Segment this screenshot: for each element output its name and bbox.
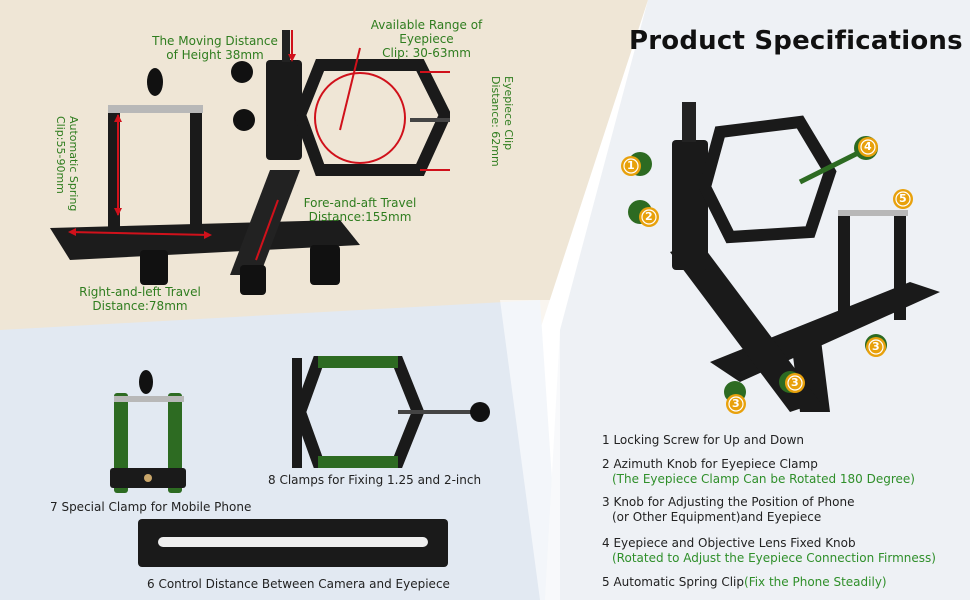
spec-item-2-text: 2 Azimuth Knob for Eyepiece Clamp bbox=[602, 457, 818, 471]
device-illustration-main bbox=[50, 30, 450, 295]
spec-item-3-text: 3 Knob for Adjusting the Position of Pho… bbox=[602, 495, 855, 509]
caption-phone-clamp: 7 Special Clamp for Mobile Phone bbox=[50, 500, 252, 514]
spec-item-2-note: (The Eyepiece Clamp Can be Rotated 180 D… bbox=[612, 472, 915, 486]
spec-item-3-sub: (or Other Equipment)and Eyepiece bbox=[612, 510, 822, 524]
spec-item-5-text: 5 Automatic Spring Clip bbox=[602, 575, 745, 589]
control-distance-bar bbox=[138, 519, 448, 567]
white-diagonal bbox=[500, 300, 560, 600]
callout-3c-num: 3 bbox=[732, 397, 740, 410]
knob-b bbox=[233, 109, 255, 131]
spec-item-1-text: 1 Locking Screw for Up and Down bbox=[602, 433, 805, 447]
callout-1-num: 1 bbox=[627, 159, 635, 172]
eyepiece-clamp-part bbox=[292, 356, 490, 468]
phone-clamp-knob bbox=[147, 68, 163, 96]
caption-clamps-fixing: 8 Clamps for Fixing 1.25 and 2-inch bbox=[268, 473, 482, 487]
label-fore-aft-line1: Fore-and-aft Travel bbox=[303, 196, 417, 210]
label-eyepiece-clip-line1: Eyepiece Clip bbox=[502, 76, 515, 151]
label-eyepiece-clip-distance: Eyepiece Clip Distance: 62mm bbox=[489, 76, 515, 167]
column bbox=[266, 60, 302, 160]
callout-3a-num: 3 bbox=[872, 340, 880, 353]
label-moving-height-line1: The Moving Distance bbox=[152, 34, 278, 48]
eyepiece-circle-arrow bbox=[339, 47, 361, 131]
long-arm bbox=[230, 170, 300, 275]
eyepiece-clamp bbox=[293, 59, 450, 176]
locking-screw bbox=[282, 30, 290, 62]
arm-foot bbox=[240, 265, 266, 295]
spec-item-3: 3 Knob for Adjusting the Position of Pho… bbox=[602, 495, 855, 525]
label-spring-clip-line2: Clip:55-90mm bbox=[54, 116, 67, 194]
right-left-arrow bbox=[69, 231, 211, 236]
spec-item-4-text: 4 Eyepiece and Objective Lens Fixed Knob bbox=[602, 536, 856, 550]
callout-5-num: 5 bbox=[899, 192, 907, 205]
phone-clamp-top bbox=[108, 105, 203, 113]
label-eyepiece-range-line2: Clip: 30-63mm bbox=[382, 46, 471, 60]
label-moving-height-line2: of Height 38mm bbox=[166, 48, 264, 62]
label-spring-clip-line1: Automatic Spring bbox=[67, 116, 80, 212]
label-eyepiece-clip-line2: Distance: 62mm bbox=[489, 76, 502, 167]
callout-3b-num: 3 bbox=[791, 376, 799, 389]
caption-control-distance: 6 Control Distance Between Camera and Ey… bbox=[147, 577, 450, 591]
spec-item-4-note: (Rotated to Adjust the Eyepiece Connecti… bbox=[612, 551, 936, 565]
base-plate bbox=[50, 220, 360, 260]
spec-item-5: 5 Automatic Spring Clip(Fix the Phone St… bbox=[602, 575, 887, 590]
callout-4-num: 4 bbox=[864, 140, 872, 153]
label-eyepiece-range: Available Range of Eyepiece Clip: 30-63m… bbox=[344, 18, 509, 60]
label-moving-height: The Moving Distance of Height 38mm bbox=[150, 34, 280, 62]
phone-clamp-part bbox=[110, 370, 186, 493]
label-right-left-line2: Distance:78mm bbox=[92, 299, 188, 313]
label-spring-clip: Automatic Spring Clip:55-90mm bbox=[54, 116, 80, 211]
phone-clamp-right bbox=[190, 110, 202, 230]
fore-aft-arrow bbox=[255, 199, 279, 261]
eyepiece-range-circle bbox=[314, 72, 406, 164]
label-eyepiece-range-line1: Available Range of Eyepiece bbox=[370, 18, 483, 46]
knob-a bbox=[231, 61, 253, 83]
label-fore-aft-line2: Distance:155mm bbox=[308, 210, 412, 224]
spec-item-1: 1 Locking Screw for Up and Down bbox=[602, 433, 804, 448]
label-right-left-line1: Right-and-left Travel bbox=[79, 285, 201, 299]
label-fore-aft: Fore-and-aft Travel Distance:155mm bbox=[300, 196, 420, 224]
device-illustration-right bbox=[628, 102, 940, 412]
page-title: Product Specifications bbox=[629, 26, 963, 56]
spec-item-4: 4 Eyepiece and Objective Lens Fixed Knob… bbox=[602, 536, 936, 566]
base-foot-left bbox=[140, 250, 168, 285]
callout-2-num: 2 bbox=[645, 210, 653, 223]
label-right-left: Right-and-left Travel Distance:78mm bbox=[70, 285, 210, 313]
spec-item-2: 2 Azimuth Knob for Eyepiece Clamp (The E… bbox=[602, 457, 915, 487]
base-foot-right bbox=[310, 245, 340, 285]
spec-item-5-note: (Fix the Phone Steadily) bbox=[744, 575, 887, 589]
